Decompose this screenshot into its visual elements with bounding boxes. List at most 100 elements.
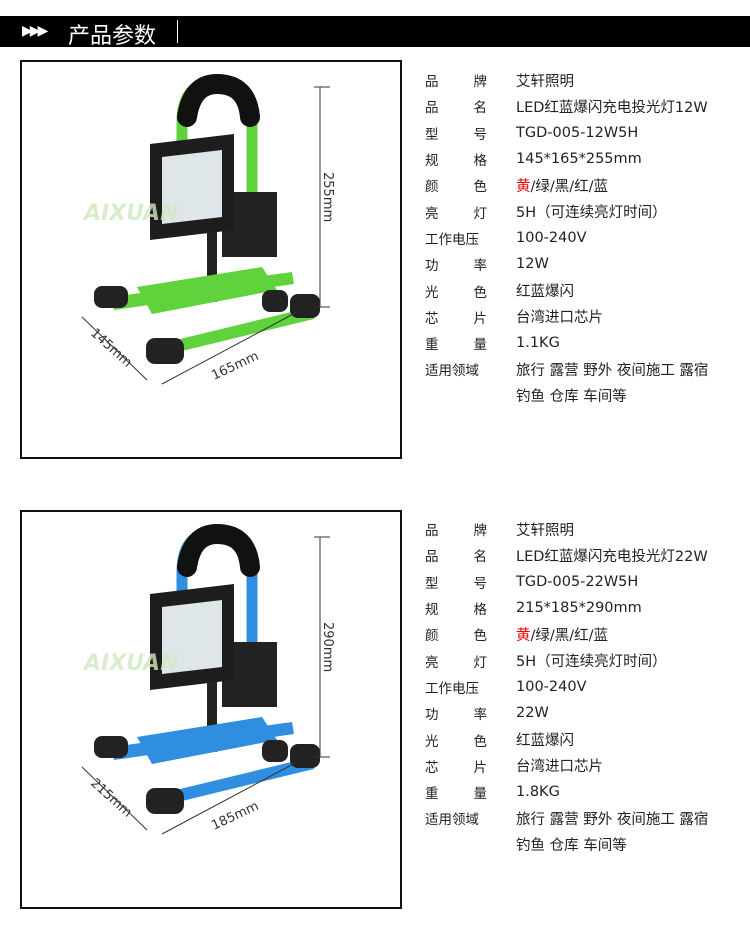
triple-arrow-icon: ▶▶▶ <box>22 23 48 39</box>
spec-value-text: 22W <box>516 705 549 722</box>
spec-value: LED红蓝爆闪充电投光灯22W <box>516 545 708 566</box>
spec-label-char: 色 <box>473 733 488 750</box>
spec-label: 光色 <box>425 281 487 301</box>
highlight-color: 黄 <box>516 178 531 195</box>
depth-dimension: 145mm <box>87 326 134 371</box>
height-dimension: 255mm <box>320 172 335 222</box>
spec-label-char: 颜 <box>425 628 439 645</box>
spec-value-text: TGD-005-12W5H <box>516 124 639 141</box>
spec-value-text: /绿/黑/红/蓝 <box>530 627 609 644</box>
depth-dimension: 215mm <box>87 776 134 821</box>
spec-label: 重量 <box>425 782 487 802</box>
spec-value: 215*185*290mm <box>516 600 642 616</box>
spec-value-text: 100-240V <box>516 229 587 246</box>
spec-label-char: 牌 <box>473 74 488 91</box>
spec-value-text: TGD-005-22W5H <box>516 573 639 590</box>
spec-label-char: 名 <box>473 549 488 566</box>
section-header: ▶▶▶ 产品参数 <box>0 16 750 49</box>
spec-value-text: LED红蓝爆闪充电投光灯12W <box>516 99 708 116</box>
product-image-frame-22w: 290mm 215mm 185mm AIXUAN <box>20 510 402 909</box>
product-image-frame-12w: 255mm 145mm 165mm AIXUAN <box>20 60 402 459</box>
spec-label-char: 色 <box>473 628 488 645</box>
spec-value-text: 艾轩照明 <box>516 522 574 539</box>
spec-row: 光色红蓝爆闪 <box>425 726 708 752</box>
spec-value: 100-240V <box>516 679 587 695</box>
spec-label-char: 色 <box>473 284 488 301</box>
spec-value: 5H（可连续亮灯时间） <box>516 201 667 222</box>
spec-row: 适用领域旅行 露营 野外 夜间施工 露宿 <box>425 356 708 382</box>
spec-label-char: 品 <box>425 549 439 566</box>
highlight-color: 黄 <box>516 627 531 644</box>
spec-value: 5H（可连续亮灯时间） <box>516 650 667 671</box>
floodlight-product-illustration: 290mm 215mm 185mm AIXUAN <box>81 523 335 835</box>
spec-value-text: 215*185*290mm <box>516 600 642 617</box>
spec-label-char: 灯 <box>473 205 488 222</box>
spec-label-char: 品 <box>425 100 439 117</box>
spec-value-text: 5H（可连续亮灯时间） <box>516 654 667 671</box>
spec-value-text: 台湾进口芯片 <box>516 310 603 327</box>
spec-label-char: 率 <box>473 258 488 275</box>
spec-value: 100-240V <box>516 230 587 246</box>
spec-label-char: 片 <box>473 310 488 327</box>
spec-row: 功率 22W <box>425 700 708 726</box>
spec-label: 光色 <box>425 730 487 750</box>
spec-label: 亮灯 <box>425 202 487 222</box>
spec-value-text: 台湾进口芯片 <box>516 759 603 776</box>
spec-value: 台湾进口芯片 <box>516 306 603 327</box>
spec-value: TGD-005-22W5H <box>516 574 638 590</box>
spec-label-char: 品 <box>425 523 439 540</box>
spec-label: 功率 <box>425 254 487 274</box>
spec-value-text: 12W <box>516 256 549 273</box>
spec-value: 旅行 露营 野外 夜间施工 露宿 <box>516 359 708 380</box>
spec-label-char: 号 <box>473 575 488 592</box>
spec-value: TGD-005-12W5H <box>516 125 638 141</box>
divider <box>177 20 178 43</box>
spec-value-text: /绿/黑/红/蓝 <box>530 178 609 195</box>
spec-label-char: 牌 <box>473 523 488 540</box>
spec-label: 品牌 <box>425 519 487 539</box>
spec-label: 品牌 <box>425 70 487 90</box>
spec-label-char: 芯 <box>425 310 439 327</box>
spec-label-char: 光 <box>425 284 439 301</box>
spec-row: 芯片台湾进口芯片 <box>425 753 708 779</box>
spec-value-text: 1.1KG <box>516 335 560 352</box>
height-dimension: 290mm <box>320 622 335 672</box>
spec-value: 黄/绿/黑/红/蓝 <box>516 624 608 645</box>
watermark-logo: AIXUAN <box>82 201 179 226</box>
spec-value: 红蓝爆闪 <box>516 729 574 750</box>
spec-label-char: 品 <box>425 74 439 91</box>
spec-value-text: 旅行 露营 野外 夜间施工 露宿 <box>516 362 709 379</box>
spec-label-char: 格 <box>473 153 488 170</box>
spec-label-char: 号 <box>473 126 488 143</box>
spec-value: LED红蓝爆闪充电投光灯12W <box>516 96 708 117</box>
spec-label: 规格 <box>425 149 487 169</box>
spec-row: 品牌艾轩照明 <box>425 67 708 93</box>
spec-value: 红蓝爆闪 <box>516 280 574 301</box>
spec-label: 型号 <box>425 123 487 143</box>
spec-row: 品牌艾轩照明 <box>425 516 708 542</box>
watermark-logo: AIXUAN <box>82 651 179 676</box>
spec-value-text: 红蓝爆闪 <box>516 284 574 301</box>
spec-label: 功率 <box>425 703 487 723</box>
spec-label-char: 型 <box>425 126 439 143</box>
spec-value-text: 145*165*255mm <box>516 151 642 168</box>
spec-value-text: 5H（可连续亮灯时间） <box>516 205 667 222</box>
spec-value: 12W <box>516 256 549 272</box>
spec-value: 台湾进口芯片 <box>516 755 603 776</box>
spec-row: 适用领域旅行 露营 野外 夜间施工 露宿 <box>425 805 708 831</box>
spec-value-text: 100-240V <box>516 678 587 695</box>
spec-label-char: 光 <box>425 733 439 750</box>
spec-value-text: 1.8KG <box>516 784 560 801</box>
spec-label-char: 重 <box>425 786 439 803</box>
spec-label: 品名 <box>425 96 487 116</box>
spec-label-char: 名 <box>473 100 488 117</box>
spec-label: 品名 <box>425 545 487 565</box>
